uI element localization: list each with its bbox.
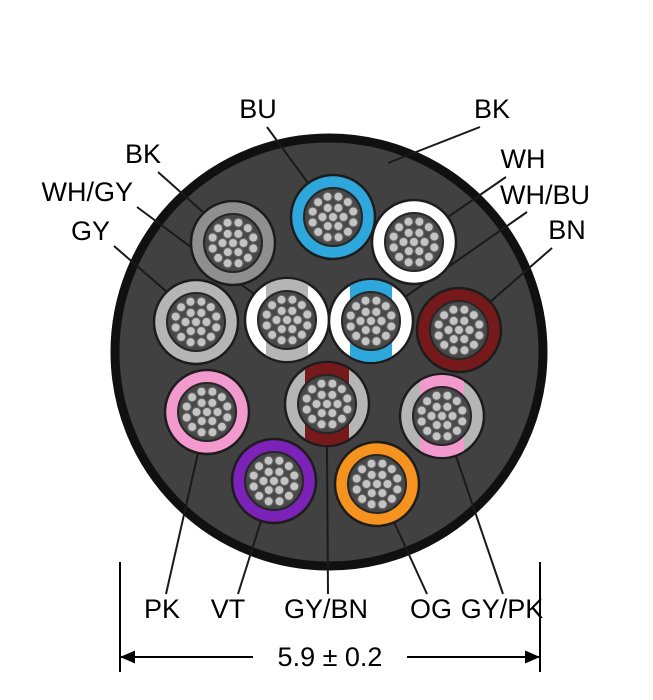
label-wh-bu: WH/BU: [500, 180, 590, 210]
conductor-bu: [289, 173, 377, 261]
strand-bundle: [261, 294, 313, 346]
strand-bundle: [248, 455, 300, 507]
strand-bundle: [307, 191, 359, 243]
dimension-label: 5.9 ± 0.2: [278, 642, 383, 672]
leader-gy: [113, 245, 168, 293]
conductor-pk: [163, 368, 251, 456]
strand-bundle: [388, 216, 440, 268]
strand-bundle: [351, 458, 403, 510]
leader-bk: [157, 171, 205, 214]
conductor-gy-pk: [398, 372, 486, 460]
leader-bu: [266, 126, 309, 184]
leader-vt: [237, 520, 262, 595]
leader-pk: [165, 452, 199, 595]
label-vt: VT: [211, 594, 246, 624]
dimension-arrow-right: [525, 650, 540, 664]
label-wh-gy: WH/GY: [42, 177, 134, 207]
strand-bundle: [345, 295, 397, 347]
leader-wh: [447, 176, 507, 218]
leader-bk-jacket: [387, 126, 481, 164]
strand-bundle: [416, 390, 468, 442]
label-gy-bn: GY/BN: [284, 594, 368, 624]
conductor-wh-gy: [243, 276, 331, 364]
leader-gy-pk: [455, 455, 504, 595]
conductor-gy: [152, 278, 240, 366]
label-gy-pk: GY/PK: [461, 594, 544, 624]
dimension-arrow-left: [120, 650, 135, 664]
label-wh: WH: [501, 144, 546, 174]
conductor-gy-bn: [283, 360, 371, 448]
conductor-og: [333, 440, 421, 528]
strand-bundle: [207, 217, 259, 269]
strand-bundle: [170, 296, 222, 348]
conductor-wh-bu: [327, 277, 415, 365]
dimension: 5.9 ± 0.2: [119, 562, 541, 672]
leader-gy-bn: [326, 445, 329, 595]
conductor-bn: [415, 286, 503, 374]
conductor-vt: [230, 437, 318, 525]
leader-og: [393, 521, 428, 595]
label-bk: BK: [125, 139, 161, 169]
label-gy: GY: [71, 216, 110, 246]
strand-bundle: [181, 386, 233, 438]
label-bn: BN: [548, 215, 586, 245]
leader-bn: [489, 247, 553, 303]
label-bu: BU: [239, 94, 277, 124]
strand-bundle: [433, 304, 485, 356]
conductor-wh: [370, 198, 458, 286]
label-bk-jacket: BK: [474, 94, 510, 124]
label-og: OG: [410, 594, 452, 624]
label-pk: PK: [144, 594, 180, 624]
strand-bundle: [301, 378, 353, 430]
conductor-bk: [189, 199, 277, 287]
